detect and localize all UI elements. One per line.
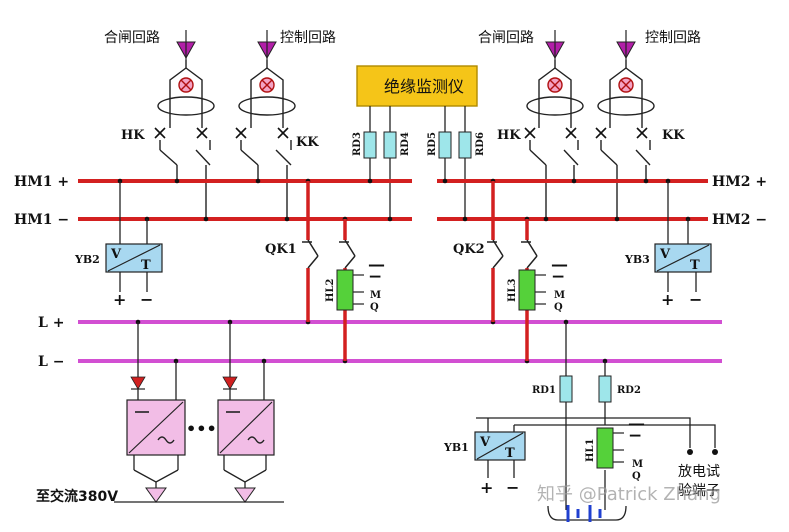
lamp-feeder-left-1 [178, 77, 194, 93]
switch-contacts-right [524, 127, 648, 139]
label-rd1: RD1 [532, 385, 556, 396]
label-qk2: QK2 [453, 242, 485, 257]
ac-input-arrow-1 [145, 487, 167, 503]
battery-wiring [476, 322, 716, 490]
label-yb1: YB1 [443, 441, 469, 454]
meter-yb2-v: V [110, 247, 122, 262]
hl1-m: M [632, 459, 643, 470]
qk1-switch [302, 239, 356, 269]
meter-yb3-t: T [690, 258, 700, 273]
label-kk-left: KK [296, 135, 319, 150]
label-hk-right: HK [497, 128, 521, 143]
rectifier-ellipsis: ••• [186, 419, 217, 438]
label-control-circuit-right: 控制回路 [645, 30, 701, 46]
hl2-minus: − [368, 267, 382, 287]
meter-yb1-v: V [479, 435, 491, 450]
ac-input-arrow-2 [234, 487, 256, 503]
hl2-m: M [370, 290, 381, 301]
fuse-rd6 [458, 131, 472, 159]
hl3-q: Q [554, 302, 563, 313]
lamp-feeder-right-2 [618, 77, 634, 93]
yb2-minus: − [140, 290, 153, 309]
label-l-minus: L − [38, 354, 64, 370]
hl2-q: Q [370, 302, 379, 313]
label-close-circuit-right: 合闸回路 [478, 30, 534, 46]
label-discharge-test-2: 验端子 [678, 483, 720, 499]
yb1-minus: − [506, 478, 519, 497]
monitor-wiring [369, 106, 466, 219]
label-rd3: RD3 [352, 132, 363, 156]
label-kk-right: KK [662, 128, 685, 143]
load-arrow-control-circuit-right [616, 30, 636, 60]
feeder-left-2-wiring [238, 60, 296, 219]
hl3-m: M [554, 290, 565, 301]
label-rd2: RD2 [617, 385, 641, 396]
label-hm2-minus: HM2 − [712, 212, 767, 228]
watermark: 知乎 @Patrick Zhang [537, 484, 721, 505]
label-yb2: YB2 [74, 253, 100, 266]
lamp-feeder-left-2 [259, 77, 275, 93]
discharge-terminals [687, 449, 718, 455]
hl1-minus: − [628, 426, 642, 446]
hl3-bar: — [551, 255, 568, 275]
label-hm2-plus: HM2 + [712, 174, 767, 190]
lamp-hl2 [336, 269, 354, 311]
fuse-rd3 [363, 131, 377, 159]
yb1-plus: + [480, 478, 493, 497]
hl2-bar: — [368, 255, 385, 275]
label-hm1-minus: HM1 − [14, 212, 69, 228]
label-hm1-plus: HM1 + [14, 174, 69, 190]
fuse-rd2 [598, 375, 612, 403]
load-arrow-close-circuit-right [545, 30, 565, 60]
label-hl3: HL3 [507, 279, 518, 302]
label-hl2: HL2 [325, 279, 336, 302]
yb2-plus: + [113, 290, 126, 309]
fuse-rd5 [438, 131, 452, 159]
label-rd4: RD4 [400, 132, 411, 156]
label-hl1: HL1 [585, 439, 596, 462]
load-arrow-close-circuit-left [176, 30, 196, 60]
feeder-right-1-wiring [526, 60, 584, 219]
hl1-q: Q [632, 471, 641, 482]
yb3-plus: + [661, 290, 674, 309]
diode-1 [130, 376, 146, 390]
label-l-plus: L + [38, 315, 64, 331]
label-qk1: QK1 [265, 242, 297, 257]
fuse-rd4 [383, 131, 397, 159]
label-rd6: RD6 [475, 132, 486, 156]
lamp-feeder-right-1 [547, 77, 563, 93]
meter-yb3-v: V [659, 247, 671, 262]
label-rd5: RD5 [427, 132, 438, 156]
junction-dots [117, 178, 691, 364]
label-ac-input: 至交流380V [36, 488, 118, 505]
yb2-wiring [119, 181, 148, 292]
fuse-rd1 [559, 375, 573, 403]
diode-2 [222, 376, 238, 390]
yb3-wiring [667, 181, 697, 292]
hl1-bar: — [628, 414, 645, 434]
feeder-left-1-wiring [157, 60, 215, 219]
switch-contacts-left [154, 127, 289, 139]
label-hk-left: HK [121, 128, 145, 143]
label-close-circuit-left: 合闸回路 [104, 30, 160, 46]
qk2-switch [487, 239, 538, 269]
insulation-monitor-box [356, 65, 478, 107]
label-yb3: YB3 [624, 253, 650, 266]
insulation-monitor-label: 绝缘监测仪 [384, 77, 464, 96]
qk1-red-links [306, 181, 347, 361]
lamp-hl1 [596, 427, 614, 469]
meter-yb1-t: T [505, 446, 515, 461]
label-discharge-test-1: 放电试 [678, 464, 720, 480]
label-control-circuit-left: 控制回路 [280, 30, 336, 46]
yb3-minus: − [689, 290, 702, 309]
meter-yb2-t: T [141, 258, 151, 273]
feeder-right-2-wiring [597, 60, 655, 219]
battery-bank [547, 490, 627, 522]
load-arrow-control-circuit-left [257, 30, 277, 60]
hl3-minus: − [551, 267, 565, 287]
lamp-hl3 [518, 269, 536, 311]
